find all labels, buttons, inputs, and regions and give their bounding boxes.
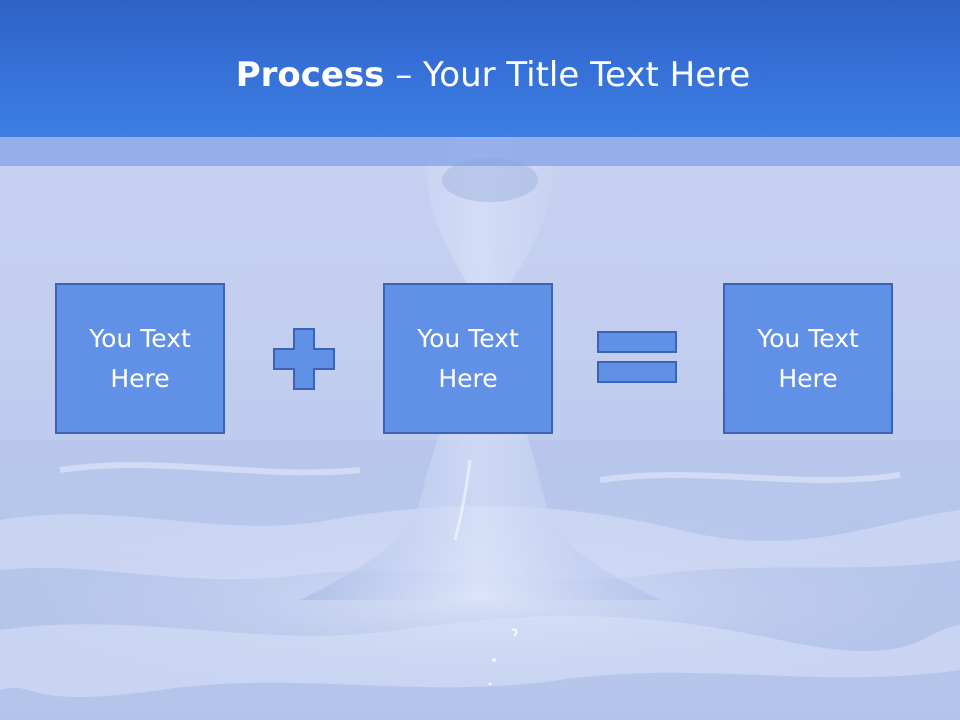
process-box-1[interactable]: You Text Here (55, 283, 225, 434)
slide-title: Process – Your Title Text Here (0, 52, 960, 98)
plus-icon (273, 328, 335, 390)
process-box-2[interactable]: You Text Here (383, 283, 553, 434)
process-box-text-line1: You Text (757, 323, 859, 353)
process-box-text-line2: Here (438, 363, 498, 393)
process-box-3[interactable]: You Text Here (723, 283, 893, 434)
title-rest-part: – Your Title Text Here (384, 55, 751, 95)
process-box-text-line1: You Text (417, 323, 519, 353)
process-box-text-line1: You Text (89, 323, 191, 353)
title-bold-part: Process (235, 55, 385, 95)
header-bar (0, 0, 960, 137)
process-box-text-line2: Here (778, 363, 838, 393)
process-box-text-line2: Here (110, 363, 170, 393)
equals-icon (597, 331, 677, 383)
header-sub-band (0, 137, 960, 166)
